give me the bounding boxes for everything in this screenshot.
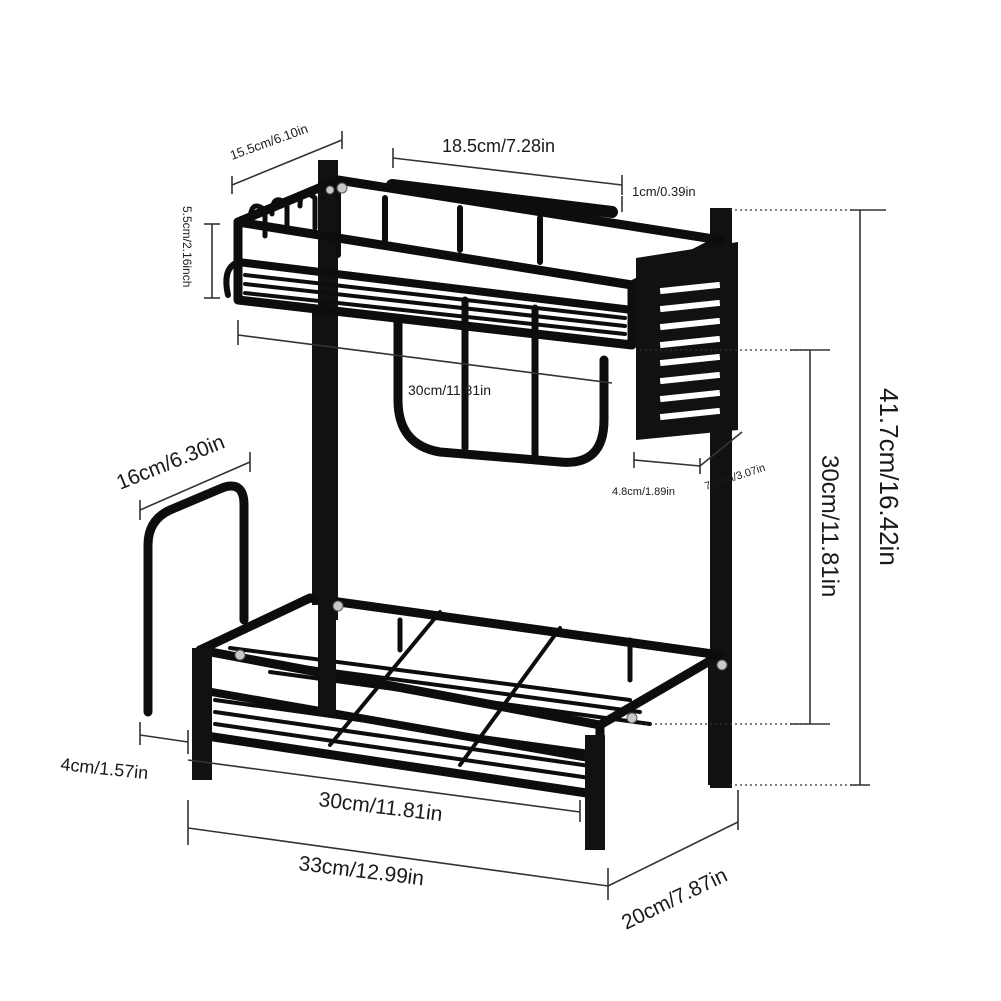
rear-left-leg: [318, 590, 336, 715]
label-overall-height: 41.7cm/16.42in: [874, 388, 904, 566]
front-left-leg: [192, 648, 212, 780]
dish-rack-illustration: [143, 160, 738, 850]
left-upright: [312, 305, 328, 605]
cutting-board-holder: [143, 481, 249, 717]
label-top-length: 30cm/11.81in: [408, 382, 491, 398]
rack-legs: [192, 590, 730, 850]
dimension-lines: [139, 131, 886, 900]
label-rail-thickness: 1cm/0.39in: [632, 184, 696, 199]
screw-icon: [234, 649, 246, 661]
screw-icon: [336, 182, 348, 194]
screw-icon: [716, 659, 728, 671]
rear-right-leg: [708, 660, 730, 785]
dimension-labels: 15.5cm/6.10in 18.5cm/7.28in 1cm/0.39in 5…: [60, 121, 904, 935]
label-top-width: 18.5cm/7.28in: [442, 136, 555, 156]
label-foot-height: 4cm/1.57in: [60, 754, 150, 783]
screw-icon: [332, 600, 344, 612]
label-bottom-length: 30cm/11.81in: [317, 788, 443, 826]
label-top-depth: 15.5cm/6.10in: [228, 121, 310, 163]
label-board-holder: 16cm/6.30in: [113, 430, 228, 494]
front-right-leg: [585, 735, 605, 850]
hanging-u-frame: [393, 296, 609, 467]
screw-icon: [325, 185, 335, 195]
label-tier-spacing: 30cm/11.81in: [816, 455, 843, 597]
label-top-height: 5.5cm/2.16inch: [180, 206, 194, 287]
label-holder-width: 4.8cm/1.89in: [612, 486, 675, 498]
label-overall-depth: 20cm/7.87in: [618, 864, 731, 935]
bottom-tier-basket: [195, 593, 725, 800]
utensil-holder: [636, 242, 738, 440]
screw-icon: [626, 712, 638, 724]
